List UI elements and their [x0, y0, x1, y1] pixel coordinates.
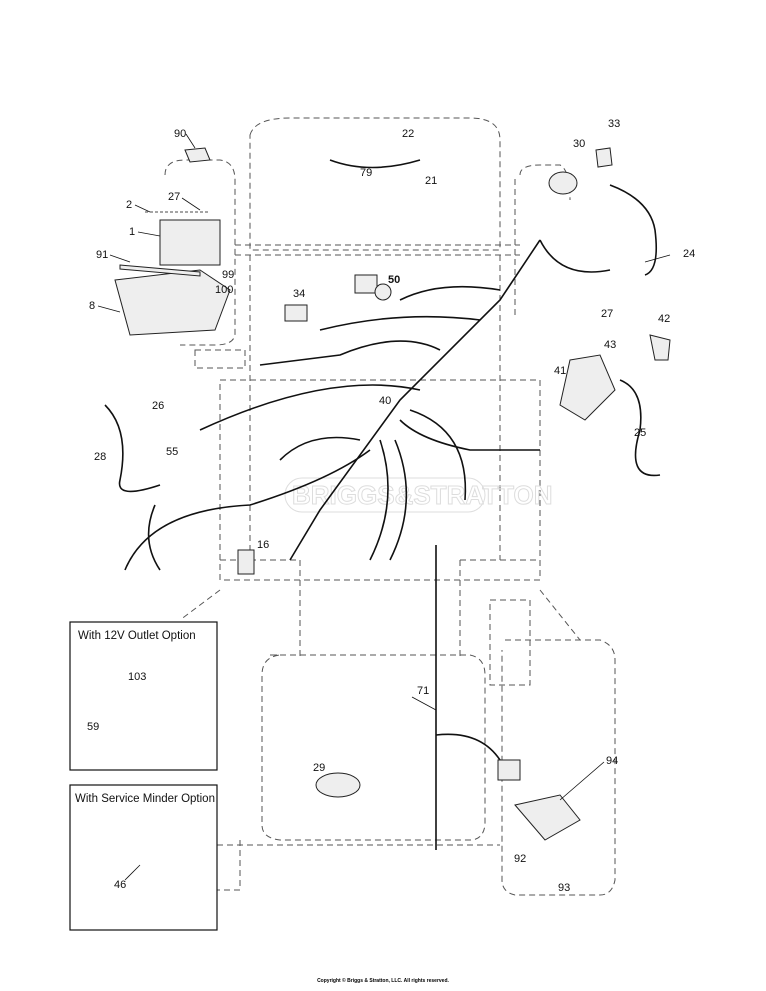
label-91: 91	[96, 249, 108, 261]
label-92: 92	[514, 853, 526, 865]
label-30: 30	[573, 138, 585, 150]
label-26: 26	[152, 400, 164, 412]
label-27: 27	[168, 191, 180, 203]
label-94: 94	[606, 755, 618, 767]
label-2: 2	[126, 199, 132, 211]
label-29: 29	[313, 762, 325, 774]
label-55: 55	[166, 446, 178, 458]
label-59: 59	[87, 721, 99, 733]
inset-12v-outlet: With 12V Outlet Option	[69, 621, 218, 771]
label-24: 24	[683, 248, 695, 260]
watermark: BRIGGS&STRATTON	[292, 480, 552, 510]
inset-service-minder: With Service Minder Option	[69, 784, 218, 931]
label-16: 16	[257, 539, 269, 551]
label-71: 71	[417, 685, 429, 697]
leader-lines	[97, 133, 671, 881]
label-46: 46	[114, 879, 126, 891]
label-99: 99	[222, 269, 234, 281]
label-25: 25	[634, 427, 646, 439]
label-100: 100	[215, 284, 233, 296]
chassis-outline	[164, 117, 616, 896]
label-42: 42	[658, 313, 670, 325]
inset-service-minder-title: With Service Minder Option	[75, 793, 215, 805]
label-27-b: 27	[601, 308, 613, 320]
label-1: 1	[129, 226, 135, 238]
battery-assembly	[114, 147, 231, 336]
label-34: 34	[293, 288, 305, 300]
part-labels: 90 22 33 30 79 21 2 27 1 91 99 100 8 50 …	[87, 118, 695, 894]
label-90: 90	[174, 128, 186, 140]
watermark-frame	[284, 477, 486, 513]
inset-12v-outlet-title: With 12V Outlet Option	[78, 630, 196, 642]
label-43: 43	[604, 339, 616, 351]
label-79: 79	[360, 167, 372, 179]
label-50: 50	[388, 274, 400, 286]
label-41: 41	[554, 365, 566, 377]
label-28: 28	[94, 451, 106, 463]
label-21: 21	[425, 175, 437, 187]
label-103: 103	[128, 671, 146, 683]
label-33: 33	[608, 118, 620, 130]
label-93: 93	[558, 882, 570, 894]
label-40: 40	[379, 395, 391, 407]
copyright: Copyright © Briggs & Stratton, LLC. All …	[317, 978, 449, 984]
label-22: 22	[402, 128, 414, 140]
label-8: 8	[89, 300, 95, 312]
